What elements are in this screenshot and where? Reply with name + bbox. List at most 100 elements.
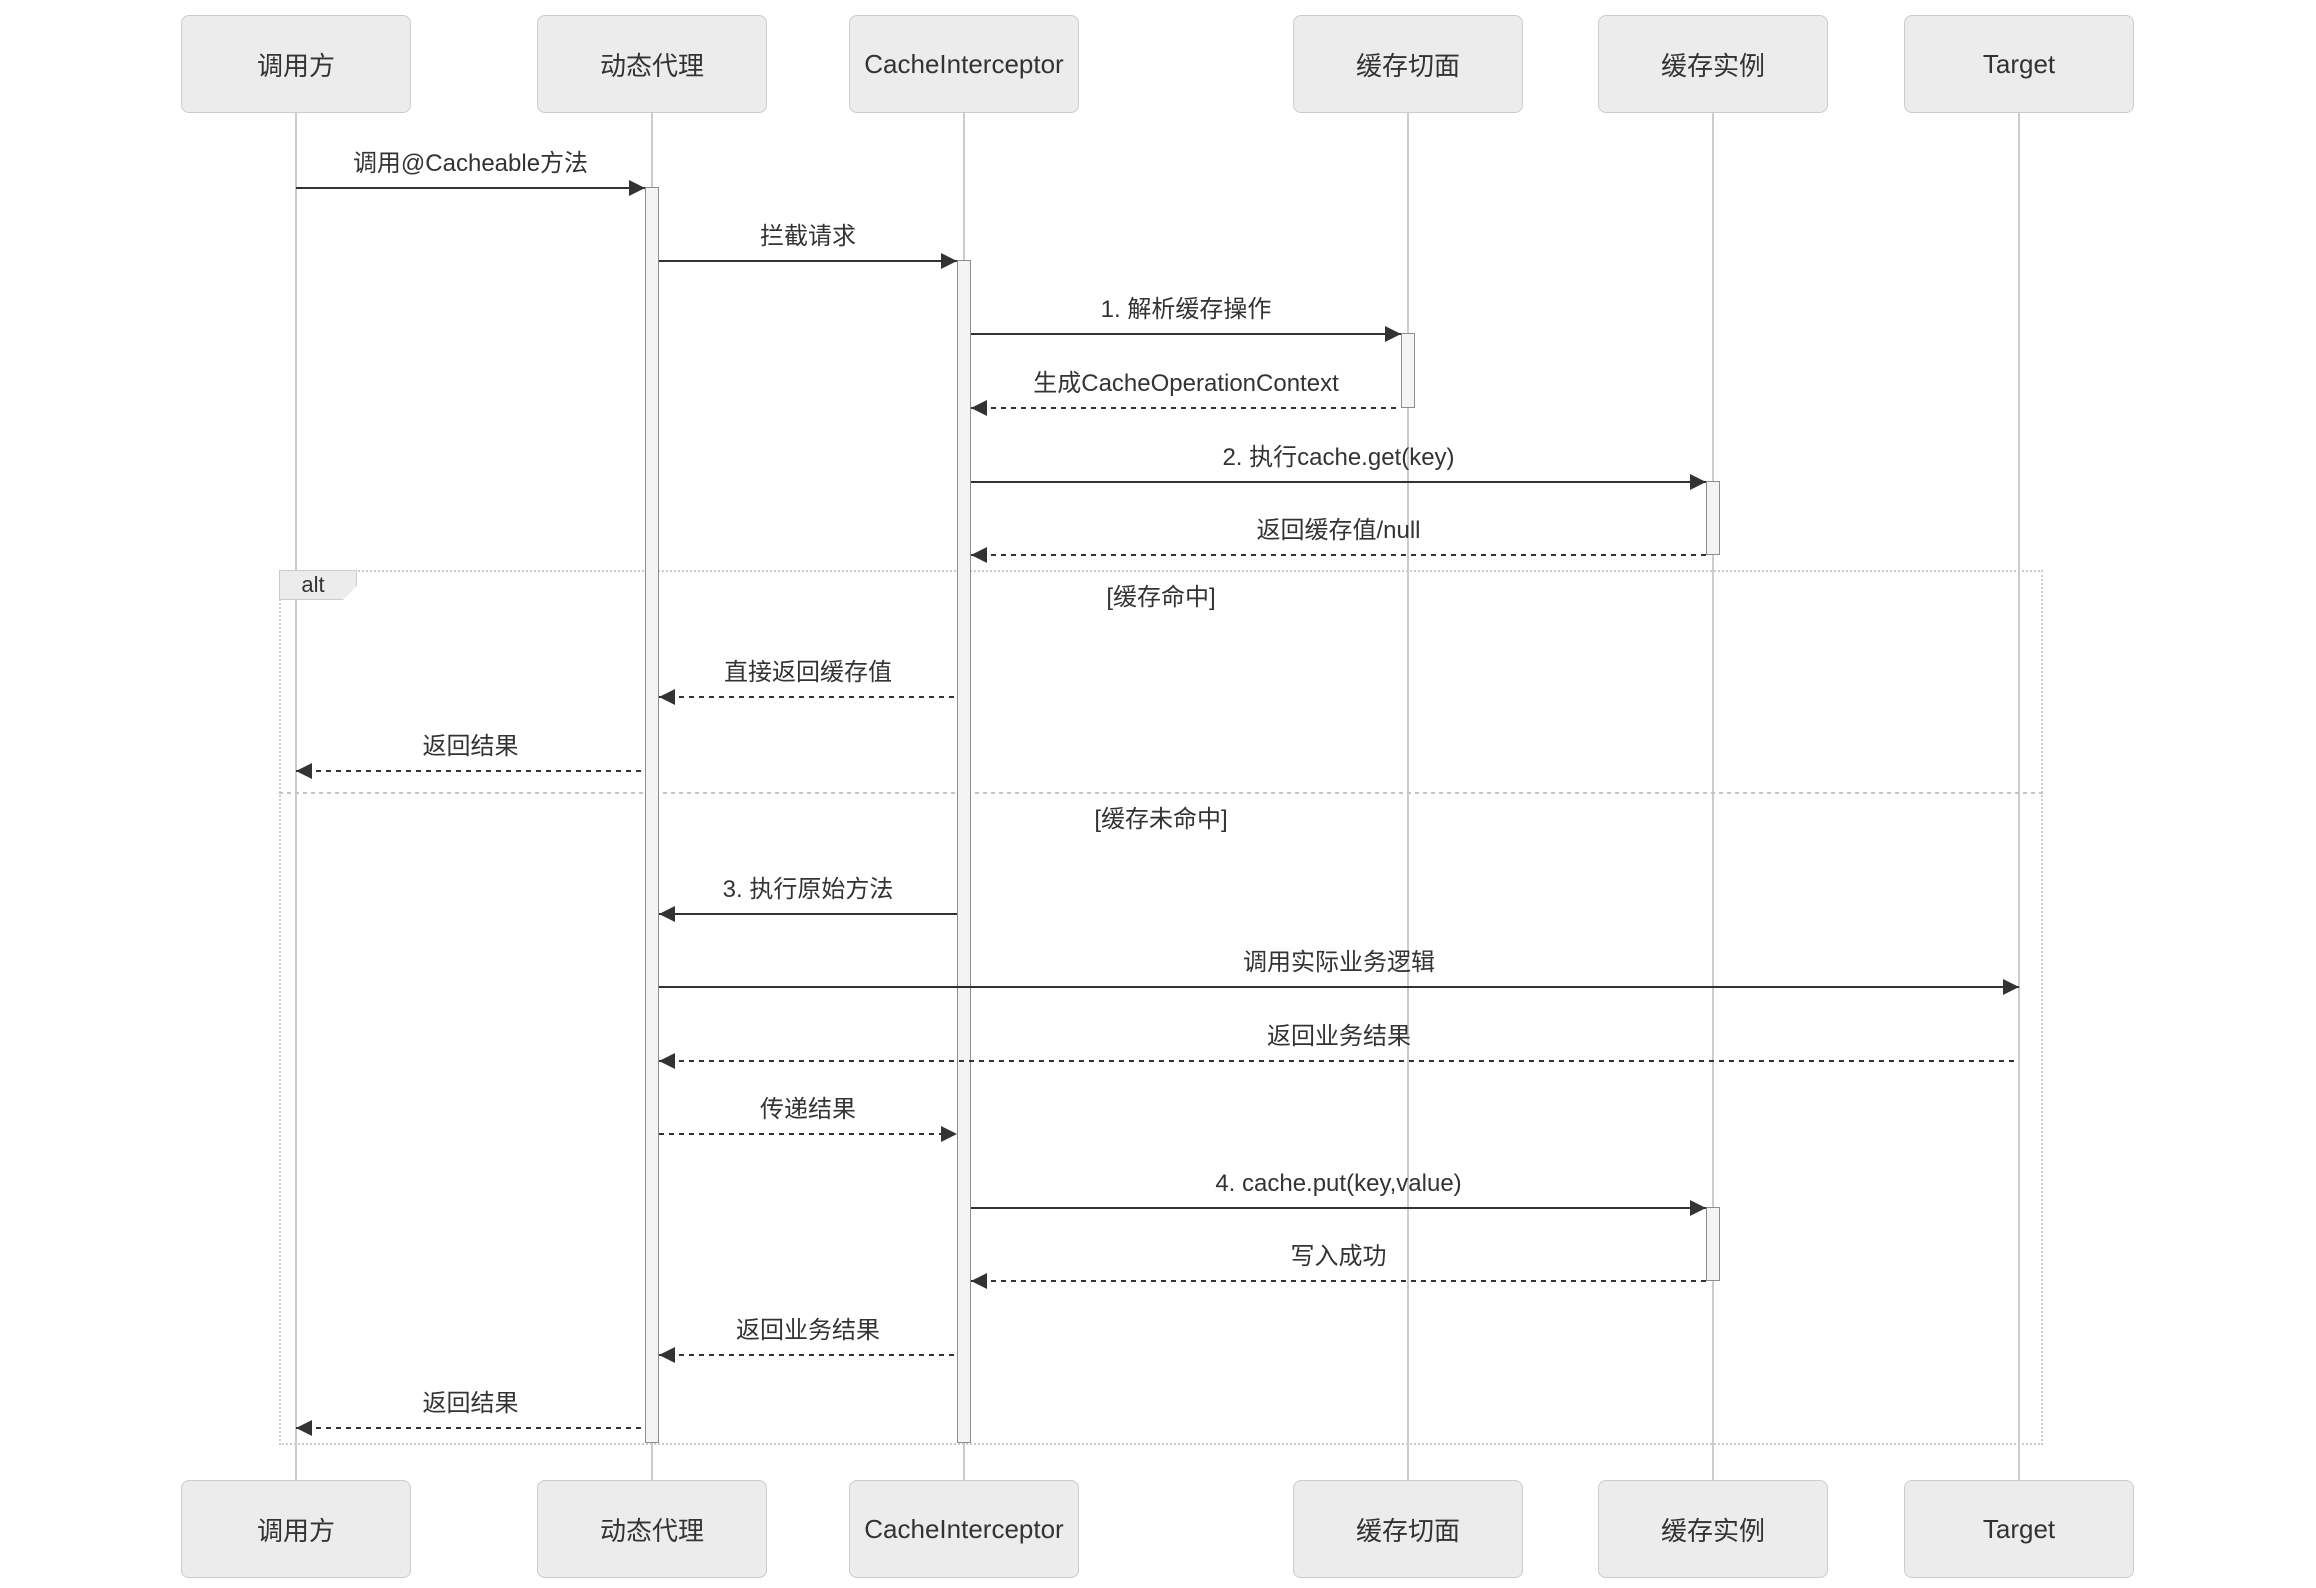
arrowhead-left-icon bbox=[971, 400, 987, 416]
alt-frame bbox=[279, 570, 2043, 1445]
participant-proxy-bottom: 动态代理 bbox=[537, 1480, 767, 1578]
participant-caller-bottom: 调用方 bbox=[181, 1480, 411, 1578]
message-exec-original-method: 3. 执行原始方法 bbox=[659, 875, 957, 922]
message-label: 拦截请求 bbox=[760, 223, 856, 250]
participant-label: 调用方 bbox=[256, 50, 335, 81]
arrow-line bbox=[296, 1420, 645, 1436]
activation-interceptor bbox=[957, 260, 971, 1443]
arrowhead-right-icon bbox=[2003, 979, 2019, 995]
message-label: 2. 执行cache.get(key) bbox=[1222, 444, 1455, 471]
participant-label: 缓存切面 bbox=[1355, 1515, 1460, 1546]
arrowhead-right-icon bbox=[941, 253, 957, 269]
arrowhead-left-icon bbox=[659, 1347, 675, 1363]
participant-label: 缓存切面 bbox=[1355, 50, 1460, 81]
lifeline-aspect bbox=[1407, 113, 1409, 1480]
participant-interceptor-bottom: CacheInterceptor bbox=[849, 1480, 1079, 1578]
arrow-line bbox=[971, 1200, 1706, 1216]
lifeline-cache bbox=[1712, 113, 1714, 1480]
arrowhead-left-icon bbox=[296, 1420, 312, 1436]
message-label: 调用实际业务逻辑 bbox=[1243, 949, 1435, 976]
message-cache-put: 4. cache.put(key,value) bbox=[971, 1169, 1706, 1216]
participant-label: 缓存实例 bbox=[1660, 1515, 1765, 1546]
message-return-result-miss: 返回结果 bbox=[296, 1389, 645, 1436]
message-label: 返回业务结果 bbox=[1267, 1023, 1411, 1050]
participant-label: 动态代理 bbox=[599, 1515, 704, 1546]
message-return-result-hit: 返回结果 bbox=[296, 732, 645, 779]
arrow-line bbox=[659, 1347, 957, 1363]
message-label: 调用@Cacheable方法 bbox=[352, 150, 589, 177]
message-label: 1. 解析缓存操作 bbox=[1100, 296, 1272, 323]
message-label: 返回业务结果 bbox=[736, 1317, 880, 1344]
message-return-business-result-target: 返回业务结果 bbox=[659, 1022, 2019, 1069]
participant-aspect-top: 缓存切面 bbox=[1293, 15, 1523, 113]
participant-label: CacheInterceptor bbox=[864, 48, 1064, 79]
participant-caller-top: 调用方 bbox=[181, 15, 411, 113]
message-return-cached-direct: 直接返回缓存值 bbox=[659, 658, 957, 705]
message-write-success: 写入成功 bbox=[971, 1242, 1706, 1289]
arrow-line bbox=[659, 979, 2019, 995]
arrowhead-right-icon bbox=[1385, 326, 1401, 342]
message-label: 返回缓存值/null bbox=[1256, 517, 1421, 544]
arrowhead-left-icon bbox=[971, 1273, 987, 1289]
activation-cache-get bbox=[1706, 481, 1720, 555]
message-label: 生成CacheOperationContext bbox=[1033, 370, 1339, 397]
lifeline-target bbox=[2018, 113, 2020, 1480]
arrow-line bbox=[659, 253, 957, 269]
message-cache-get: 2. 执行cache.get(key) bbox=[971, 443, 1706, 490]
arrow-line bbox=[971, 547, 1706, 563]
arrow-line bbox=[971, 400, 1401, 416]
arrow-line bbox=[659, 906, 957, 922]
arrow-line bbox=[971, 474, 1706, 490]
message-label: 4. cache.put(key,value) bbox=[1215, 1170, 1462, 1197]
message-return-cache-value: 返回缓存值/null bbox=[971, 516, 1706, 563]
alt-else-divider bbox=[279, 792, 2043, 794]
alt-label: alt bbox=[279, 570, 357, 600]
participant-interceptor-top: CacheInterceptor bbox=[849, 15, 1079, 113]
arrowhead-left-icon bbox=[659, 1053, 675, 1069]
message-label: 返回结果 bbox=[422, 733, 519, 760]
alt-guard-cache-miss: [缓存未命中] bbox=[1094, 806, 1228, 833]
message-gen-context: 生成CacheOperationContext bbox=[971, 369, 1401, 416]
message-label: 3. 执行原始方法 bbox=[722, 876, 894, 903]
participant-cache-top: 缓存实例 bbox=[1598, 15, 1828, 113]
message-parse-cache-op: 1. 解析缓存操作 bbox=[971, 295, 1401, 342]
arrowhead-right-icon bbox=[1690, 474, 1706, 490]
arrowhead-right-icon bbox=[629, 180, 645, 196]
participant-label: 动态代理 bbox=[599, 50, 704, 81]
alt-guard-cache-hit: [缓存命中] bbox=[1106, 584, 1216, 611]
message-label: 返回结果 bbox=[422, 1390, 519, 1417]
activation-proxy bbox=[645, 187, 659, 1443]
arrow-line bbox=[659, 1053, 2019, 1069]
participant-label: CacheInterceptor bbox=[864, 1513, 1064, 1544]
participant-target-bottom: Target bbox=[1904, 1480, 2134, 1578]
arrowhead-left-icon bbox=[659, 689, 675, 705]
message-label: 传递结果 bbox=[760, 1096, 856, 1123]
participant-cache-bottom: 缓存实例 bbox=[1598, 1480, 1828, 1578]
activation-aspect bbox=[1401, 333, 1415, 408]
arrow-line bbox=[296, 763, 645, 779]
arrowhead-right-icon bbox=[1690, 1200, 1706, 1216]
arrow-line bbox=[971, 326, 1401, 342]
message-call-business-logic: 调用实际业务逻辑 bbox=[659, 948, 2019, 995]
participant-proxy-top: 动态代理 bbox=[537, 15, 767, 113]
arrowhead-left-icon bbox=[971, 547, 987, 563]
lifeline-caller bbox=[295, 113, 297, 1480]
message-return-business-result-proxy: 返回业务结果 bbox=[659, 1316, 957, 1363]
arrow-line bbox=[659, 689, 957, 705]
message-label: 直接返回缓存值 bbox=[724, 659, 892, 686]
activation-cache-put bbox=[1706, 1207, 1720, 1281]
arrowhead-left-icon bbox=[659, 906, 675, 922]
arrow-line bbox=[971, 1273, 1706, 1289]
participant-aspect-bottom: 缓存切面 bbox=[1293, 1480, 1523, 1578]
arrowhead-left-icon bbox=[296, 763, 312, 779]
message-call-cacheable: 调用@Cacheable方法 bbox=[296, 149, 645, 196]
message-label: 写入成功 bbox=[1290, 1243, 1387, 1270]
participant-label: Target bbox=[1982, 48, 2056, 79]
participant-label: Target bbox=[1982, 1513, 2056, 1544]
arrow-line bbox=[659, 1126, 957, 1142]
participant-target-top: Target bbox=[1904, 15, 2134, 113]
participant-label: 调用方 bbox=[256, 1515, 335, 1546]
participant-label: 缓存实例 bbox=[1660, 50, 1765, 81]
message-intercept-request: 拦截请求 bbox=[659, 222, 957, 269]
